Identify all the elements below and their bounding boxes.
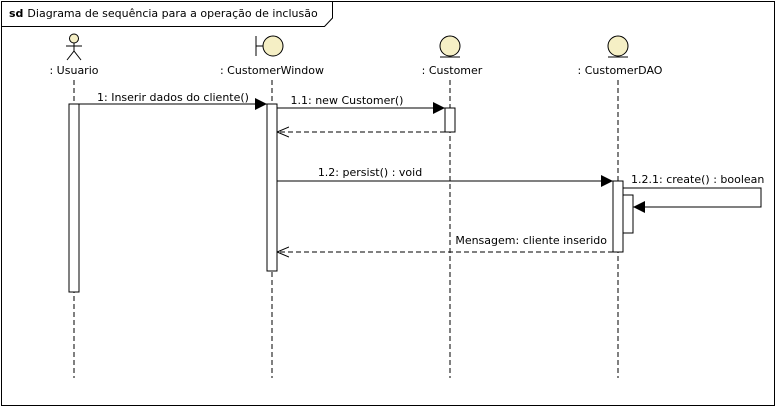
boundary-icon [255, 35, 284, 57]
lifeline-label-usuario: : Usuario [49, 64, 98, 77]
activation-customerdao-nested [622, 194, 634, 234]
activation-usuario [68, 103, 80, 293]
message-cliente-inserido: Mensagem: cliente inserido [277, 234, 613, 252]
message-inserir-dados: 1: Inserir dados do cliente() [79, 91, 267, 110]
message-label: Mensagem: cliente inserido [455, 234, 607, 247]
message-label: 1.2: persist() : void [318, 166, 422, 179]
message-label: 1.1: new Customer() [291, 94, 404, 107]
lifeline-label-customerdao: : CustomerDAO [578, 64, 663, 77]
message-new-customer: 1.1: new Customer() [277, 94, 445, 114]
activation-customerdao [612, 180, 624, 253]
activation-customer [444, 107, 456, 133]
lifeline-label-customerwindow: : CustomerWindow [220, 64, 324, 77]
actor-icon [66, 33, 82, 61]
lifeline-customer: : Customer [422, 35, 483, 378]
lifeline-usuario: : Usuario [49, 33, 99, 378]
message-label: 1: Inserir dados do cliente() [97, 91, 249, 104]
entity-icon [439, 35, 461, 58]
message-label: 1.2.1: create() : boolean [631, 173, 764, 186]
lifeline-customerwindow: : CustomerWindow [220, 35, 324, 378]
message-create: 1.2.1: create() : boolean [623, 173, 764, 213]
activation-customerwindow [266, 103, 278, 272]
lifeline-customerdao: : CustomerDAO [578, 35, 663, 378]
lifeline-label-customer: : Customer [422, 64, 483, 77]
entity-icon [607, 35, 629, 58]
message-persist: 1.2: persist() : void [277, 166, 613, 187]
frame-label-box [1, 1, 333, 27]
